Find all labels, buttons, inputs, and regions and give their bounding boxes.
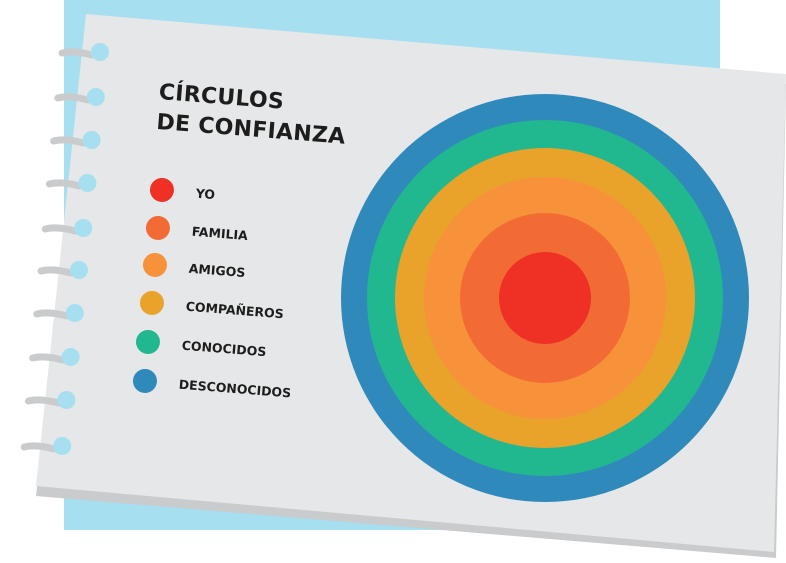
spiral-hole-circle <box>57 391 76 409</box>
spiral-hole-circle <box>91 43 109 61</box>
spiral-hole <box>37 261 88 279</box>
spiral-hole-circle <box>65 304 84 322</box>
spiral-hole-circle <box>74 219 93 237</box>
spiral-hole <box>45 174 97 192</box>
spiral-wire <box>41 224 79 235</box>
legend-label-amigos: AMIGOS <box>188 260 246 280</box>
confidence-circles-diagram <box>341 94 749 502</box>
legend-dot-companeros <box>139 290 165 316</box>
spiral-wire <box>24 396 62 407</box>
legend-label-companeros: COMPAÑEROS <box>185 298 285 321</box>
legend-label-desconocidos: DESCONOCIDOS <box>178 376 292 400</box>
spiral-hole <box>54 88 105 106</box>
spiral-hole-circle <box>78 174 97 192</box>
legend-label-familia: FAMILIA <box>191 223 249 243</box>
spiral-hole <box>50 131 101 149</box>
spiral-wire <box>29 353 67 364</box>
spiral-wire <box>33 309 71 320</box>
spiral-wire <box>20 442 58 453</box>
legend-dot-amigos <box>142 252 168 278</box>
spiral-hole-circle <box>86 88 105 106</box>
spiral-binding <box>20 43 109 455</box>
spiral-hole <box>20 437 72 455</box>
ring-yo <box>499 252 591 344</box>
spiral-hole <box>41 219 93 237</box>
spiral-wire <box>45 179 83 190</box>
spiral-hole <box>24 391 76 409</box>
spiral-wire <box>58 48 96 59</box>
legend-dot-familia <box>145 215 171 241</box>
spiral-wire <box>37 266 75 277</box>
legend-dot-desconocidos <box>132 368 158 394</box>
spiral-hole <box>29 348 80 366</box>
spiral-hole-circle <box>82 131 101 149</box>
spiral-hole-circle <box>53 437 72 455</box>
legend-dot-yo <box>149 177 175 203</box>
legend-dot-conocidos <box>135 329 161 355</box>
spiral-hole-circle <box>70 261 88 279</box>
spiral-wire <box>54 93 92 104</box>
legend-label-conocidos: CONOCIDOS <box>181 337 267 359</box>
spiral-wire <box>50 136 88 147</box>
spiral-hole <box>58 43 109 61</box>
spiral-hole-circle <box>61 348 80 366</box>
spiral-hole <box>33 304 84 322</box>
legend-label-yo: YO <box>195 185 216 202</box>
legend-item-yo: YO <box>149 177 216 206</box>
